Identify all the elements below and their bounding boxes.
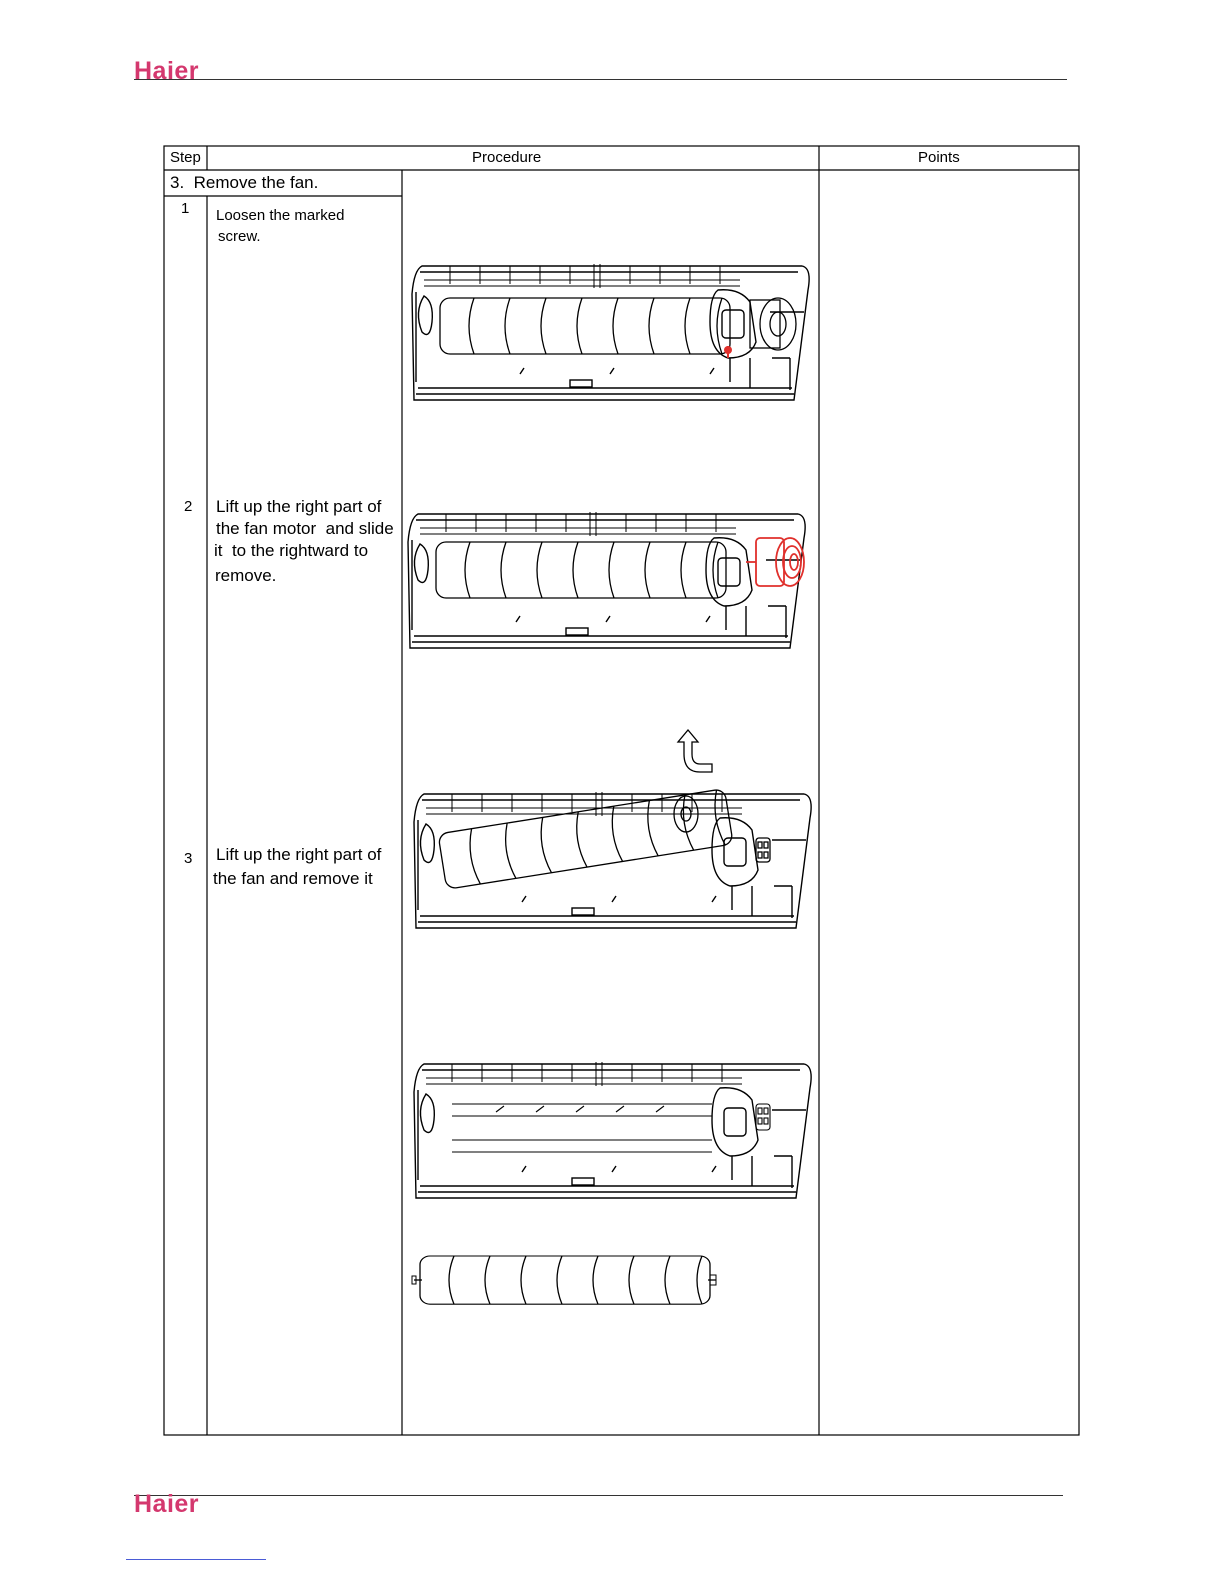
footer-logo: Haier	[134, 1490, 199, 1519]
footer-link-underline	[126, 1559, 266, 1560]
footer-rule	[134, 1495, 1063, 1496]
